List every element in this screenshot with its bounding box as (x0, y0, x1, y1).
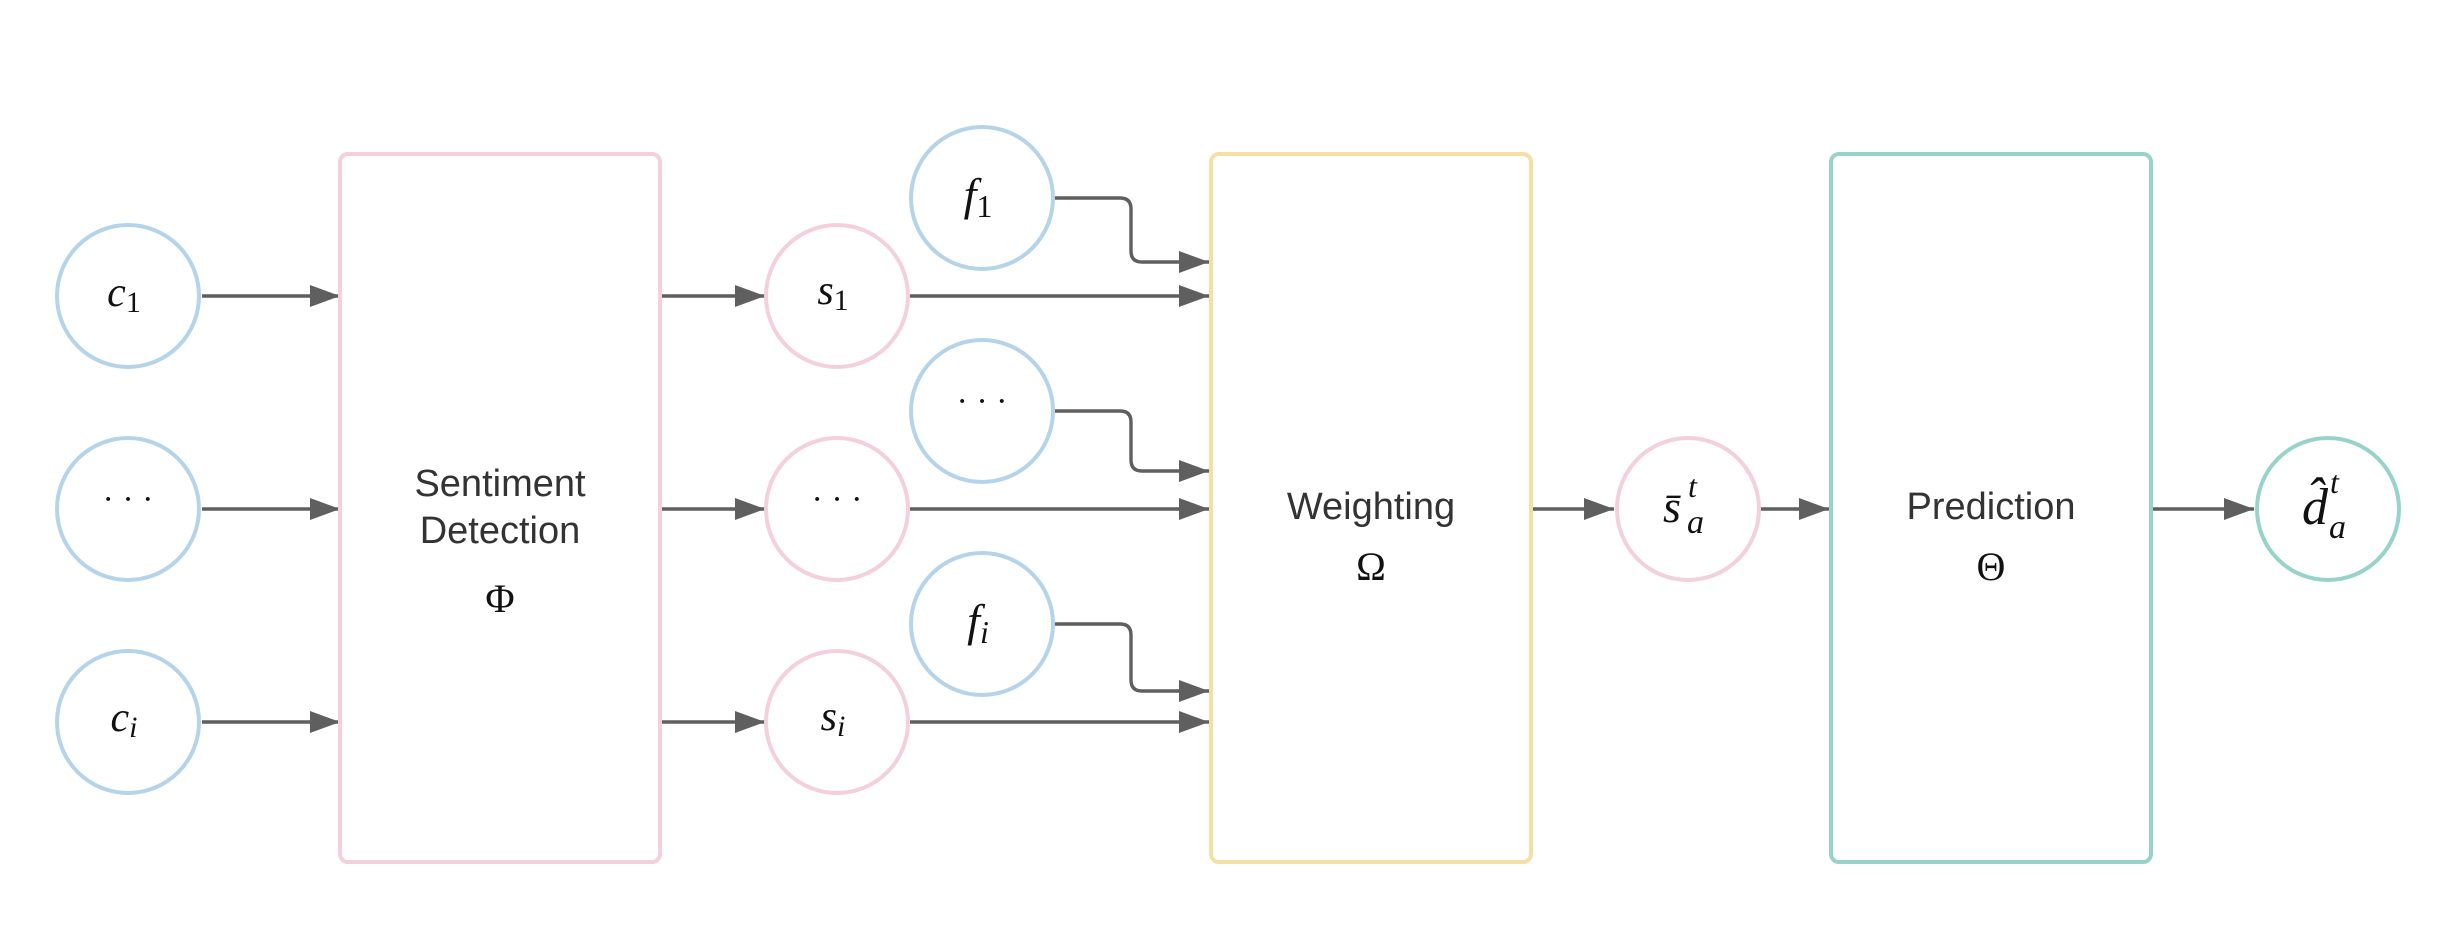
sentiment-label-line1: Sentiment (414, 463, 586, 505)
arrow-fi-to-weighting (1055, 622, 1209, 702)
output-base: d̂ (2302, 476, 2329, 536)
c1-subscript: 1 (126, 286, 141, 319)
fi-subscript: i (980, 614, 989, 650)
aggregate-subscript: a (1687, 504, 1704, 541)
aggregate-superscript: t (1688, 468, 1698, 504)
f1-subscript: 1 (976, 188, 992, 224)
input-node-c1: c1 (55, 223, 201, 369)
output-node: d̂ t a (2255, 436, 2401, 582)
s1-subscript: 1 (834, 284, 849, 317)
svg-text:ci: ci (111, 695, 138, 744)
sentiment-label-line2: Detection (420, 510, 581, 552)
sentiment-node-dots: · · · (764, 436, 910, 582)
feature-node-fi: fi (909, 551, 1055, 697)
si-subscript: i (837, 710, 845, 743)
prediction-label: Prediction (1907, 486, 2076, 528)
sentiment-node-si: si (764, 649, 910, 795)
input-node-dots: · · · (55, 436, 201, 582)
c1-base: c (107, 270, 126, 316)
input-node-ci: ci (55, 649, 201, 795)
phi-symbol: Φ (485, 576, 514, 621)
ci-subscript: i (129, 711, 137, 744)
svg-text:s1: s1 (817, 268, 848, 317)
svg-text:si: si (821, 694, 846, 743)
feature-ellipsis: · · · (957, 383, 1008, 420)
omega-symbol: Ω (1356, 544, 1386, 589)
arrow-fdots-to-weighting (1055, 409, 1209, 482)
feature-node-f1: f1 (909, 125, 1055, 271)
weighting-block: Weighting Ω (1209, 152, 1533, 864)
weighting-label: Weighting (1287, 486, 1455, 528)
svg-text:c1: c1 (107, 270, 141, 319)
arrow-f1-to-weighting (1055, 196, 1209, 273)
output-superscript: t (2330, 464, 2340, 500)
feature-node-dots: · · · (909, 338, 1055, 484)
theta-symbol: Θ (1977, 544, 2006, 589)
input-ellipsis: · · · (103, 481, 154, 518)
s1-base: s (817, 268, 833, 314)
sentiment-ellipsis: · · · (812, 481, 863, 518)
aggregate-node: s̄ t a (1615, 436, 1761, 582)
output-subscript: a (2329, 509, 2346, 546)
sentiment-detection-block: Sentiment Detection Φ (338, 152, 662, 864)
aggregate-base: s̄ (1663, 481, 1682, 532)
prediction-block: Prediction Θ (1829, 152, 2153, 864)
ci-base: c (111, 695, 130, 741)
sentiment-node-s1: s1 (764, 223, 910, 369)
si-base: s (821, 694, 837, 740)
edges (202, 196, 2254, 733)
